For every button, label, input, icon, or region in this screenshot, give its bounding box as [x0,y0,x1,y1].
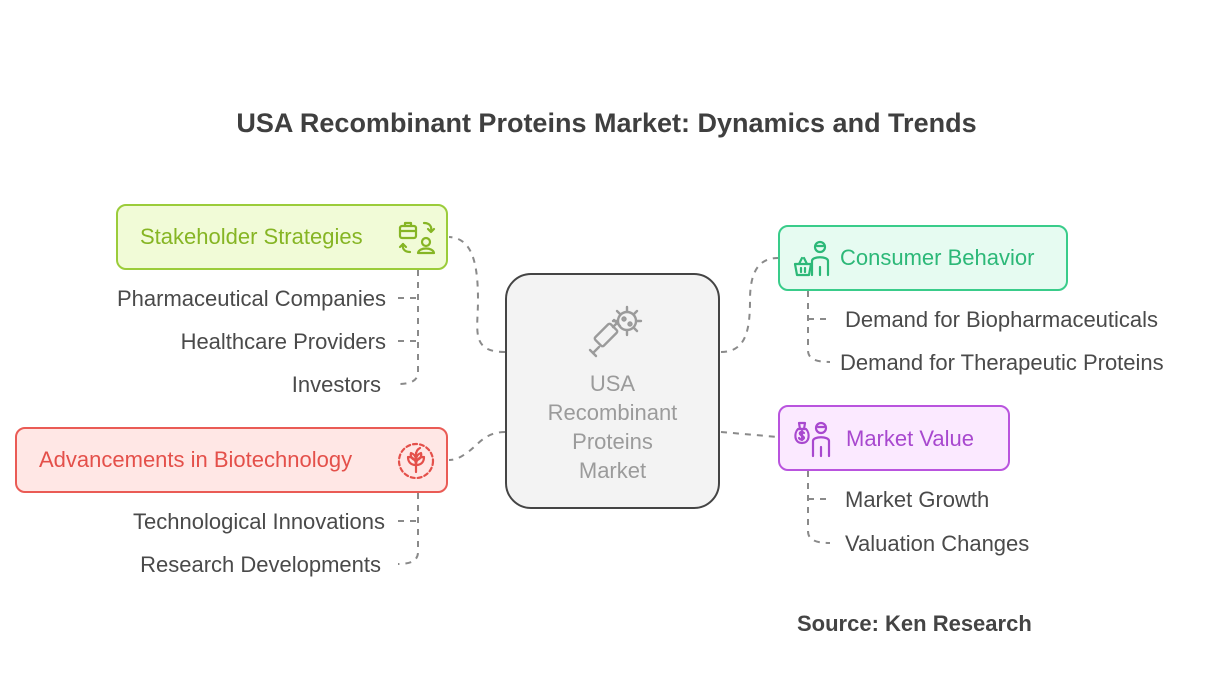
source-credit: Source: Ken Research [797,611,1032,636]
leaf-valuation-changes: Valuation Changes [845,531,1030,556]
diagram-title: USA Recombinant Proteins Market: Dynamic… [236,108,977,138]
node-stakeholder-strategies: Stakeholder Strategies [116,204,448,270]
shopper-basket-icon [793,240,830,277]
virus-syringe-icon [588,305,643,358]
node-market-value: Market Value [778,405,1010,471]
leaf-demand-for-therapeutic-proteins: Demand for Therapeutic Proteins [840,350,1164,375]
node-consumer-behavior: Consumer Behavior [778,225,1068,291]
leaf-investors: Investors [291,372,381,397]
money-person-icon [794,421,831,458]
node-label: Stakeholder Strategies [140,224,363,249]
node-advancements-in-biotechnology: Advancements in Biotechnology [15,427,448,493]
leaf-market-growth: Market Growth [845,487,990,512]
briefcase-exchange-icon [398,221,436,255]
center-node: USA Recombinant Proteins Market [505,273,720,509]
leaf-healthcare-providers: Healthcare Providers [180,329,386,354]
leaf-research-developments: Research Developments [140,552,381,577]
node-label: Market Value [846,426,974,451]
leaf-pharmaceutical-companies: Pharmaceutical Companies [116,286,386,311]
leaf-demand-for-biopharmaceuticals: Demand for Biopharmaceuticals [845,307,1159,332]
plant-growth-icon [397,442,435,480]
node-label: Consumer Behavior [840,245,1035,270]
node-label: Advancements in Biotechnology [39,447,353,472]
center-label: USA Recombinant Proteins Market [547,371,678,483]
leaf-technological-innovations: Technological Innovations [133,509,385,534]
